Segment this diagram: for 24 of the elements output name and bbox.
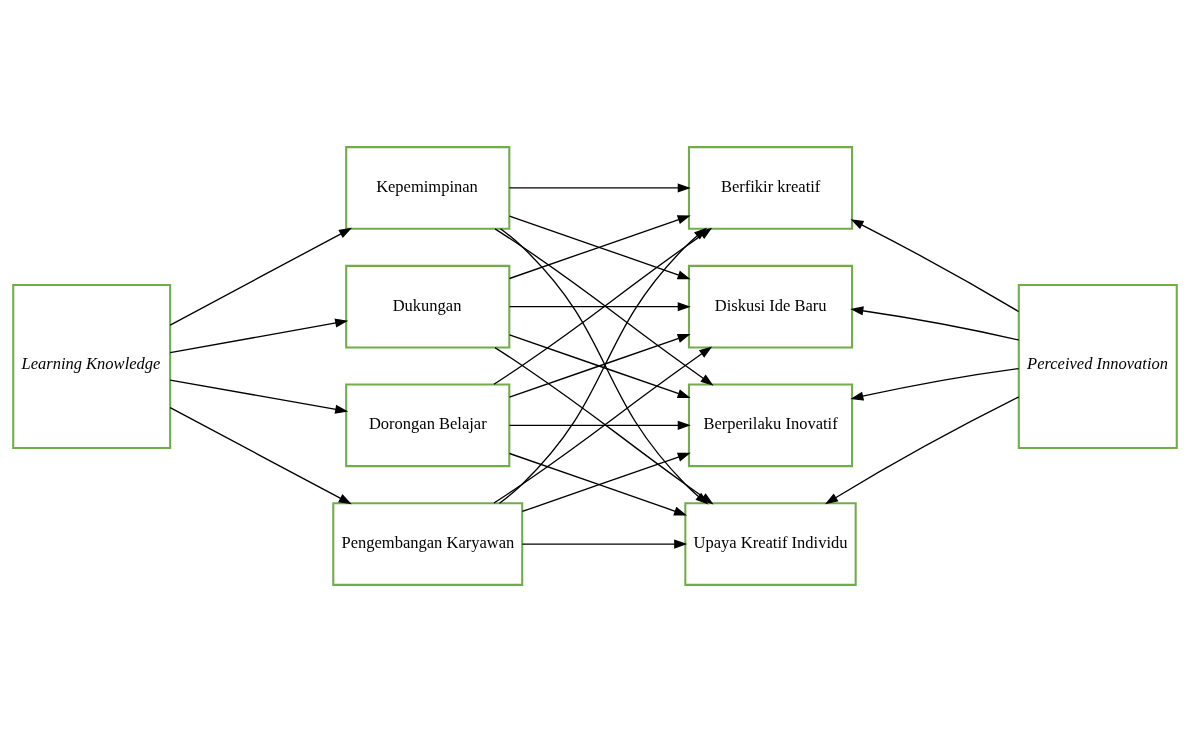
node-box: Pengembangan Karyawan — [332, 501, 524, 586]
arrow — [508, 182, 691, 192]
node-box: Dukungan — [345, 264, 511, 348]
node-box: Berperilaku Inovatif — [687, 383, 854, 467]
arrow — [169, 379, 349, 414]
arrow — [521, 539, 688, 549]
node-box: Upaya Kreatif Individu — [684, 501, 857, 586]
node-box: Kepemimpinan — [345, 145, 511, 230]
node-box: Dorongan Belajar — [345, 383, 511, 467]
arrow — [169, 227, 353, 326]
arrow — [850, 218, 1020, 312]
node-box: Learning Knowledge — [12, 283, 172, 449]
arrow — [508, 420, 691, 430]
arrow — [850, 367, 1020, 401]
arrow — [169, 318, 349, 353]
arrow — [169, 406, 352, 504]
node-box: Berfikir kreatif — [687, 145, 854, 230]
arrow — [824, 395, 1020, 504]
arrow — [850, 305, 1020, 341]
arrow — [508, 301, 691, 311]
arrow — [508, 214, 691, 279]
node-box: Perceived Innovation — [1017, 283, 1178, 449]
node-box: Diskusi Ide Baru — [687, 264, 854, 348]
arrow — [508, 333, 691, 398]
